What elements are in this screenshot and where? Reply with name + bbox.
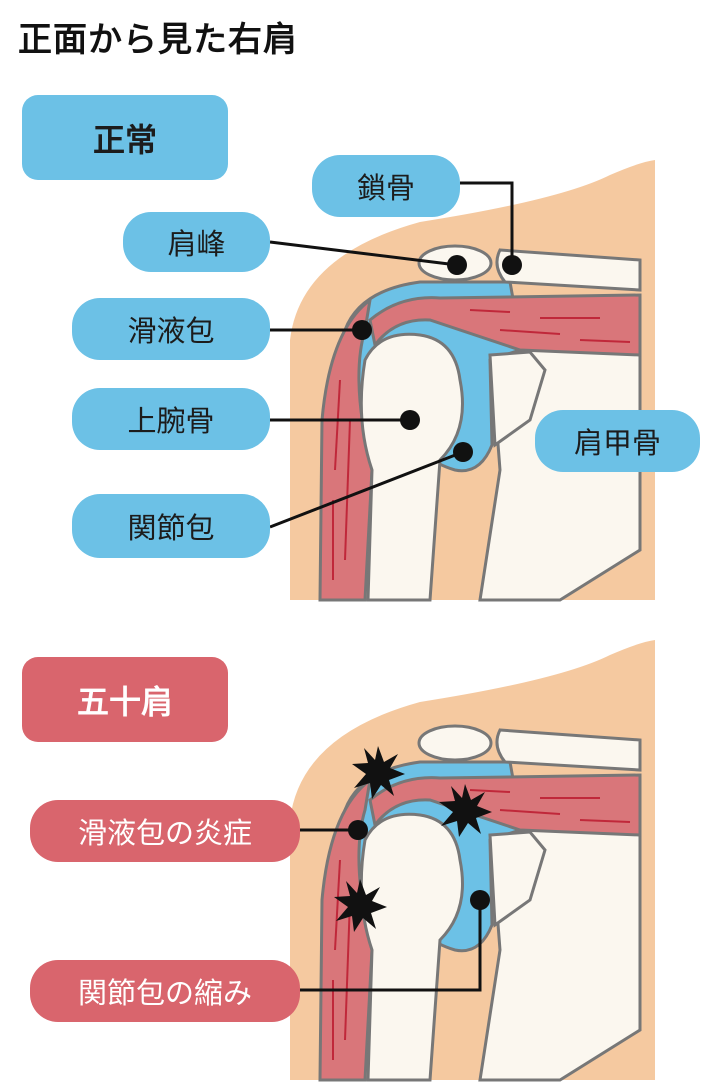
label-clavicle: 鎖骨 (312, 155, 460, 217)
label-bursa-inflammation: 滑液包の炎症 (30, 800, 300, 862)
label-capsule: 関節包 (72, 494, 270, 558)
frozen-shoulder-drawing (288, 638, 657, 1082)
label-bursa: 滑液包 (72, 298, 270, 360)
contraction-marker (470, 890, 490, 910)
label-scapula: 肩甲骨 (535, 410, 700, 472)
page-title: 正面から見た右肩 (18, 20, 298, 60)
normal-heading: 正常 (22, 95, 228, 180)
label-humerus: 上腕骨 (72, 388, 270, 450)
acromion-marker (447, 255, 467, 275)
bursa-marker (352, 320, 372, 340)
label-capsule-contraction: 関節包の縮み (30, 960, 300, 1022)
humerus-marker (400, 410, 420, 430)
normal-shoulder-drawing (288, 158, 657, 602)
capsule-marker (453, 442, 473, 462)
clavicle-marker (502, 255, 522, 275)
inflammation-marker (348, 820, 368, 840)
frozen-shoulder-heading: 五十肩 (22, 657, 228, 742)
label-acromion: 肩峰 (123, 212, 270, 272)
